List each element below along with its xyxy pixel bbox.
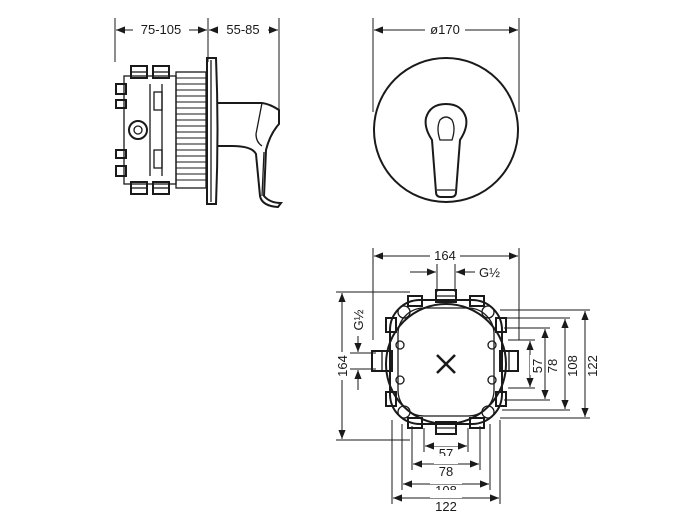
dim-width-label: 164 bbox=[434, 248, 456, 263]
dim-right-122-label: 122 bbox=[585, 355, 600, 377]
dim-body-depth-label: 75-105 bbox=[141, 22, 181, 37]
dim-right-108-label: 108 bbox=[565, 355, 580, 377]
rosette-plate-side bbox=[206, 57, 219, 205]
dim-diameter-label: ø170 bbox=[430, 22, 460, 37]
cover-disc bbox=[385, 303, 507, 425]
dim-projection-label: 55-85 bbox=[226, 22, 259, 37]
side-view: 75-105 55-85 bbox=[114, 18, 283, 209]
dim-inlet-thread-label: G½ bbox=[479, 265, 500, 280]
lever-handle-front bbox=[424, 102, 468, 198]
insulation-hatching bbox=[176, 77, 206, 181]
dim-right-57-label: 57 bbox=[530, 359, 545, 373]
dim-side-thread-label: G½ bbox=[351, 309, 366, 330]
dim-bottom-78-label: 78 bbox=[439, 464, 453, 479]
valve-box-side bbox=[115, 65, 207, 195]
front-view: ø170 bbox=[372, 18, 520, 203]
dim-bottom-122-label: 122 bbox=[435, 499, 457, 514]
dim-right-78-label: 78 bbox=[545, 359, 560, 373]
box-view: 164 G½ 164 G½ bbox=[333, 247, 600, 514]
lever-handle-side bbox=[218, 102, 283, 209]
rosette-plate-front bbox=[373, 57, 519, 203]
mounting-box bbox=[371, 289, 519, 435]
dim-height-label: 164 bbox=[335, 355, 350, 377]
